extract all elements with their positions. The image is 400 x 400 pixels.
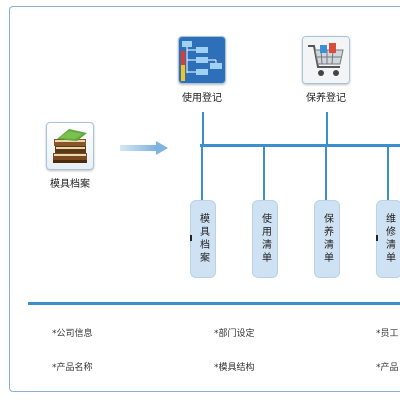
product-name-link[interactable]: *产品名称 [52, 363, 93, 373]
books-icon [46, 122, 94, 170]
pill-label: 保养清单 [321, 213, 333, 265]
mold-archive-node[interactable]: 模具档案 [44, 122, 96, 190]
company-info-link[interactable]: *公司信息 [52, 329, 93, 339]
maintenance-register-label: 保养登记 [306, 93, 346, 104]
maintenance-register-node[interactable]: 保养登记 [298, 36, 354, 104]
branch-line-4 [387, 147, 389, 201]
usage-list-button[interactable]: 使用清单 [252, 200, 278, 278]
branch-line-3 [325, 147, 327, 201]
mold-structure-link[interactable]: *模具结构 [214, 363, 255, 373]
branch-line-2 [263, 147, 265, 201]
usage-connector [202, 112, 204, 146]
pill-label: 模具档案 [197, 213, 209, 265]
maintenance-list-button[interactable]: 保养清单 [314, 200, 340, 278]
repair-list-button[interactable]: 维修清单 [376, 200, 400, 278]
branch-line-1 [201, 147, 203, 201]
maintenance-connector [326, 112, 328, 146]
shopping-cart-icon [302, 36, 350, 84]
flow-arrow-icon [120, 141, 168, 155]
section-divider [28, 302, 400, 305]
pill-label: 维修清单 [383, 213, 395, 265]
usage-register-node[interactable]: 使用登记 [174, 36, 230, 104]
mold-archive-list-button[interactable]: 模具档案 [190, 200, 216, 278]
diagram-icon [178, 36, 226, 84]
main-bus-line [200, 144, 400, 147]
mold-archive-label: 模具档案 [50, 179, 90, 190]
pill-label: 使用清单 [259, 213, 271, 265]
product-link[interactable]: *产品 [376, 363, 399, 373]
usage-register-label: 使用登记 [182, 93, 222, 104]
employee-link[interactable]: *员工 [376, 329, 399, 339]
department-settings-link[interactable]: *部门设定 [214, 329, 255, 339]
